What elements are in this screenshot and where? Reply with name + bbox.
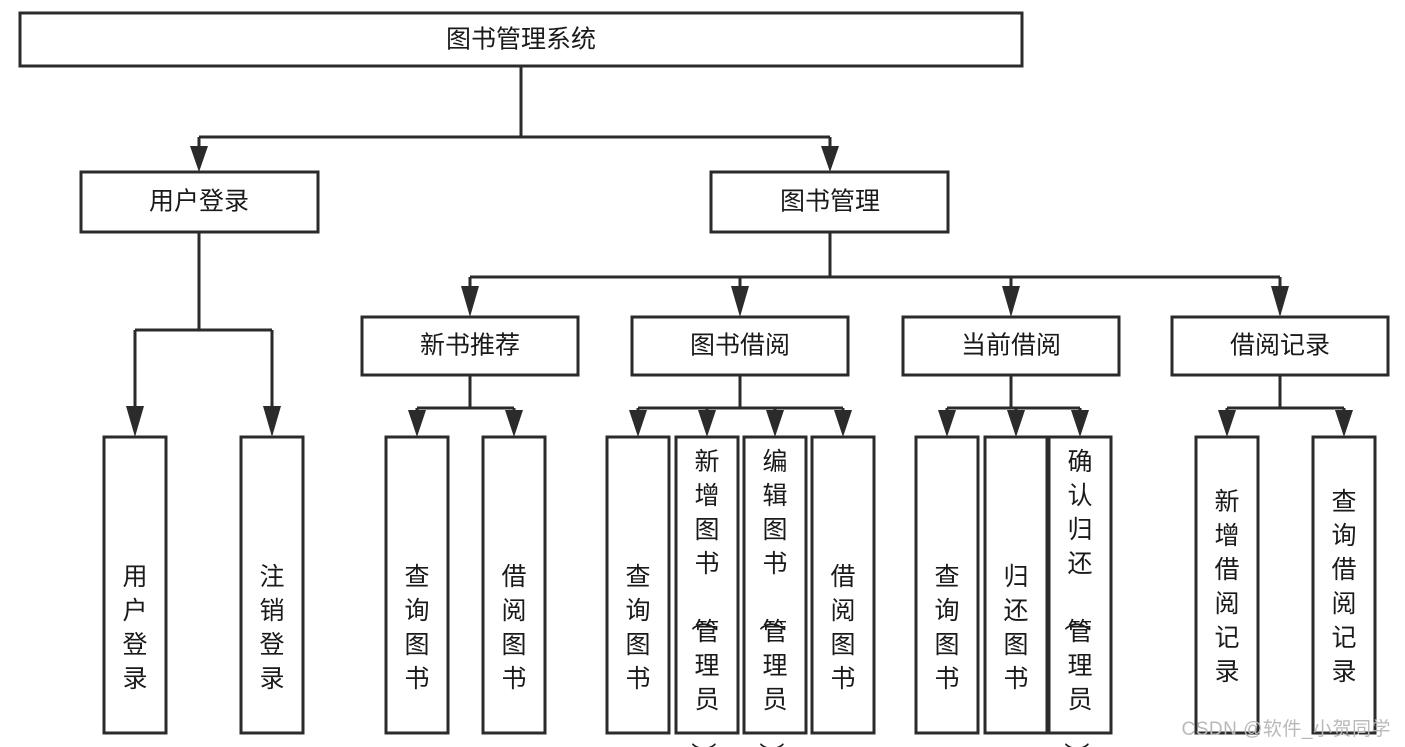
node-borrow-record-label: 借阅记录 <box>1230 332 1330 360</box>
node-leaf-add-book-box[interactable] <box>674 435 740 735</box>
arrow-head-icon <box>1271 286 1289 317</box>
node-leaf-add-book[interactable]: 新增图书（管理员） <box>674 435 740 747</box>
node-current-borrow[interactable]: 当前借阅 <box>901 315 1121 377</box>
arrow-head-icon <box>629 410 647 437</box>
arrow-head-icon <box>126 406 144 437</box>
node-book-borrow-label: 图书借阅 <box>690 332 790 360</box>
node-leaf-add-record-box[interactable] <box>1194 435 1260 735</box>
node-leaf-borrow-book-2-box[interactable] <box>810 435 876 735</box>
node-new-book-recommend-box[interactable] <box>360 315 580 377</box>
node-leaf-query-book-2-label: 查询图书 <box>625 563 650 693</box>
node-leaf-edit-book-box[interactable] <box>742 435 808 735</box>
node-leaf-query-book-2-box[interactable] <box>605 435 671 735</box>
arrow-head-icon <box>1002 286 1020 317</box>
connector-userlogin-to-leaves <box>126 232 281 437</box>
arrow-head-icon <box>731 286 749 317</box>
node-new-book-recommend[interactable]: 新书推荐 <box>360 315 580 377</box>
arrow-head-icon <box>505 410 523 437</box>
node-leaf-query-record-label: 查询借阅记录 <box>1331 488 1356 686</box>
node-leaf-user-login-label: 用户登录 <box>122 563 147 693</box>
node-leaf-query-book-1-label: 查询图书 <box>404 563 429 693</box>
node-leaf-query-book-3-label: 查询图书 <box>934 563 959 693</box>
arrow-head-icon <box>408 410 426 437</box>
arrow-head-icon <box>263 406 281 437</box>
node-leaf-query-record[interactable]: 查询借阅记录 <box>1311 435 1377 735</box>
node-leaf-confirm-return[interactable]: 确认归还（管理员） <box>1047 435 1113 747</box>
node-leaf-query-record-box[interactable] <box>1311 435 1377 735</box>
node-leaf-confirm-return-label: 确认归还（管理员） <box>1061 448 1092 747</box>
connector-currentborrow-to-leaves <box>938 375 1089 437</box>
node-leaf-confirm-return-box[interactable] <box>1047 435 1113 735</box>
node-leaf-add-book-label: 新增图书（管理员） <box>688 448 719 747</box>
arrow-head-icon <box>461 286 479 317</box>
connector-newbook-to-leaves <box>408 375 523 437</box>
node-borrow-record[interactable]: 借阅记录 <box>1170 315 1390 377</box>
csdn-watermark: CSDN @软件_小贺同学 <box>1181 719 1391 740</box>
node-user-login-label: 用户登录 <box>149 188 249 216</box>
node-leaf-logout[interactable]: 注销登录 <box>239 435 305 735</box>
node-current-borrow-box[interactable] <box>901 315 1121 377</box>
node-leaf-borrow-book-2[interactable]: 借阅图书 <box>810 435 876 735</box>
node-leaf-logout-box[interactable] <box>239 435 305 735</box>
arrow-head-icon <box>1007 410 1025 437</box>
node-leaf-borrow-book-1-label: 借阅图书 <box>501 563 526 693</box>
node-book-borrow-box[interactable] <box>630 315 850 377</box>
node-root[interactable]: 图书管理系统 <box>18 11 1024 68</box>
arrow-head-icon <box>1218 410 1236 437</box>
node-leaf-borrow-book-2-label: 借阅图书 <box>830 563 855 693</box>
node-book-manage-box[interactable] <box>709 170 950 234</box>
connector-borrowrecord-to-leaves <box>1218 375 1353 437</box>
node-root-label: 图书管理系统 <box>446 26 596 54</box>
arrow-head-icon <box>1071 410 1089 437</box>
node-leaf-query-book-3[interactable]: 查询图书 <box>914 435 980 735</box>
node-leaf-borrow-book-1-box[interactable] <box>481 435 547 735</box>
node-borrow-record-box[interactable] <box>1170 315 1390 377</box>
node-leaf-return-book[interactable]: 归还图书 <box>983 435 1049 735</box>
node-leaf-query-book-2[interactable]: 查询图书 <box>605 435 671 735</box>
node-leaf-edit-book-label: 编辑图书（管理员） <box>756 448 787 747</box>
node-leaf-query-book-1[interactable]: 查询图书 <box>384 435 450 735</box>
node-leaf-return-book-box[interactable] <box>983 435 1049 735</box>
connector-bookmanage-to-level2 <box>461 232 1289 317</box>
node-leaf-user-login-box[interactable] <box>102 435 168 735</box>
node-new-book-recommend-label: 新书推荐 <box>420 332 520 360</box>
node-current-borrow-label: 当前借阅 <box>961 332 1061 360</box>
node-leaf-query-book-1-box[interactable] <box>384 435 450 735</box>
node-user-login-box[interactable] <box>79 170 320 234</box>
node-root-box[interactable] <box>18 11 1024 68</box>
arrow-head-icon <box>766 410 784 437</box>
node-leaf-return-book-label: 归还图书 <box>1003 563 1028 693</box>
node-leaf-logout-label: 注销登录 <box>259 563 284 693</box>
arrow-head-icon <box>938 410 956 437</box>
node-leaf-add-record-label: 新增借阅记录 <box>1214 488 1239 686</box>
arrow-head-icon <box>834 410 852 437</box>
arrow-head-icon <box>698 410 716 437</box>
node-leaf-borrow-book-1[interactable]: 借阅图书 <box>481 435 547 735</box>
arrow-head-icon <box>1335 410 1353 437</box>
arrow-head-icon <box>190 146 208 172</box>
node-book-manage-label: 图书管理 <box>780 188 880 216</box>
node-user-login[interactable]: 用户登录 <box>79 170 320 234</box>
connector-root-to-level1 <box>190 66 839 172</box>
node-book-manage[interactable]: 图书管理 <box>709 170 950 234</box>
node-leaf-user-login[interactable]: 用户登录 <box>102 435 168 735</box>
arrow-head-icon <box>821 146 839 172</box>
node-leaf-query-book-3-box[interactable] <box>914 435 980 735</box>
node-book-borrow[interactable]: 图书借阅 <box>630 315 850 377</box>
node-leaf-edit-book[interactable]: 编辑图书（管理员） <box>742 435 808 747</box>
connector-bookborrow-to-leaves <box>629 375 852 437</box>
node-leaf-add-record[interactable]: 新增借阅记录 <box>1194 435 1260 735</box>
